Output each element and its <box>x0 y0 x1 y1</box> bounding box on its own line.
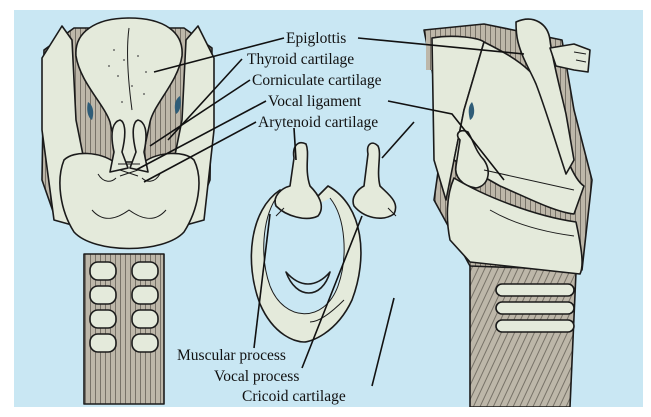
label-vocal-ligament: Vocal ligament <box>268 93 362 110</box>
arytenoid-left <box>275 143 321 219</box>
leader-cricoid <box>372 298 394 386</box>
trachea-lateral <box>470 260 576 407</box>
label-vocal-process: Vocal process <box>214 368 299 385</box>
diagram-panel: Epiglottis Thyroid cartilage Corniculate… <box>14 10 643 407</box>
arytenoid-right <box>353 143 396 218</box>
larynx-diagram: Epiglottis Thyroid cartilage Corniculate… <box>14 10 643 407</box>
label-corniculate-cartilage: Corniculate cartilage <box>252 72 382 89</box>
label-epiglottis: Epiglottis <box>286 30 346 47</box>
label-arytenoid-cartilage: Arytenoid cartilage <box>258 114 378 131</box>
label-thyroid-cartilage: Thyroid cartilage <box>247 51 354 68</box>
label-muscular-process: Muscular process <box>177 347 286 364</box>
tracheal-rings-right <box>496 284 574 332</box>
label-cricoid-cartilage: Cricoid cartilage <box>242 388 346 405</box>
lateral-view-larynx <box>424 19 592 407</box>
leader-arytenoid-right <box>382 122 414 158</box>
